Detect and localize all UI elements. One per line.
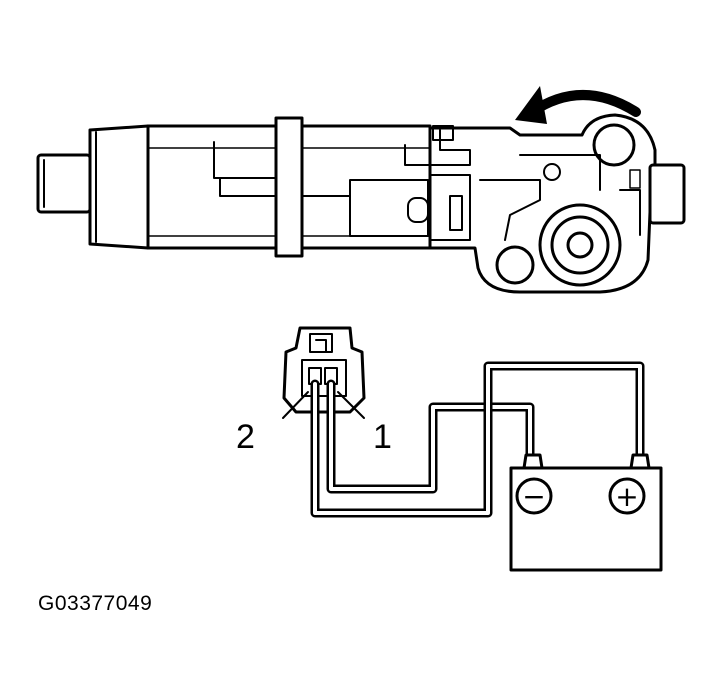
connector: [282, 326, 366, 419]
mount-hole-bottom: [495, 245, 535, 285]
leader-line-1: [337, 391, 365, 419]
actuator-assembly: [36, 116, 432, 258]
mounting-strap: [274, 116, 304, 258]
mount-hole-top: [592, 123, 636, 167]
rotation-arrow: [515, 86, 641, 124]
pin-1-label: 1: [373, 418, 392, 456]
battery-body: [509, 466, 663, 572]
battery-negative-post: [522, 453, 544, 470]
battery: − +: [509, 453, 663, 572]
battery-positive-post: [629, 453, 651, 470]
right-shaft: [648, 163, 686, 225]
battery-negative-circle: [515, 477, 553, 515]
pin-2-label: 2: [236, 418, 255, 456]
battery-positive-circle: [608, 477, 646, 515]
wires: [310, 361, 645, 518]
leader-line-2: [282, 391, 309, 419]
motor-housing: [88, 124, 150, 250]
figure-id: G03377049: [38, 592, 153, 615]
battery-negative-symbol: −: [522, 480, 545, 513]
battery-positive-symbol: +: [615, 480, 638, 513]
gear-housing: [404, 113, 686, 294]
left-shaft: [36, 153, 92, 214]
